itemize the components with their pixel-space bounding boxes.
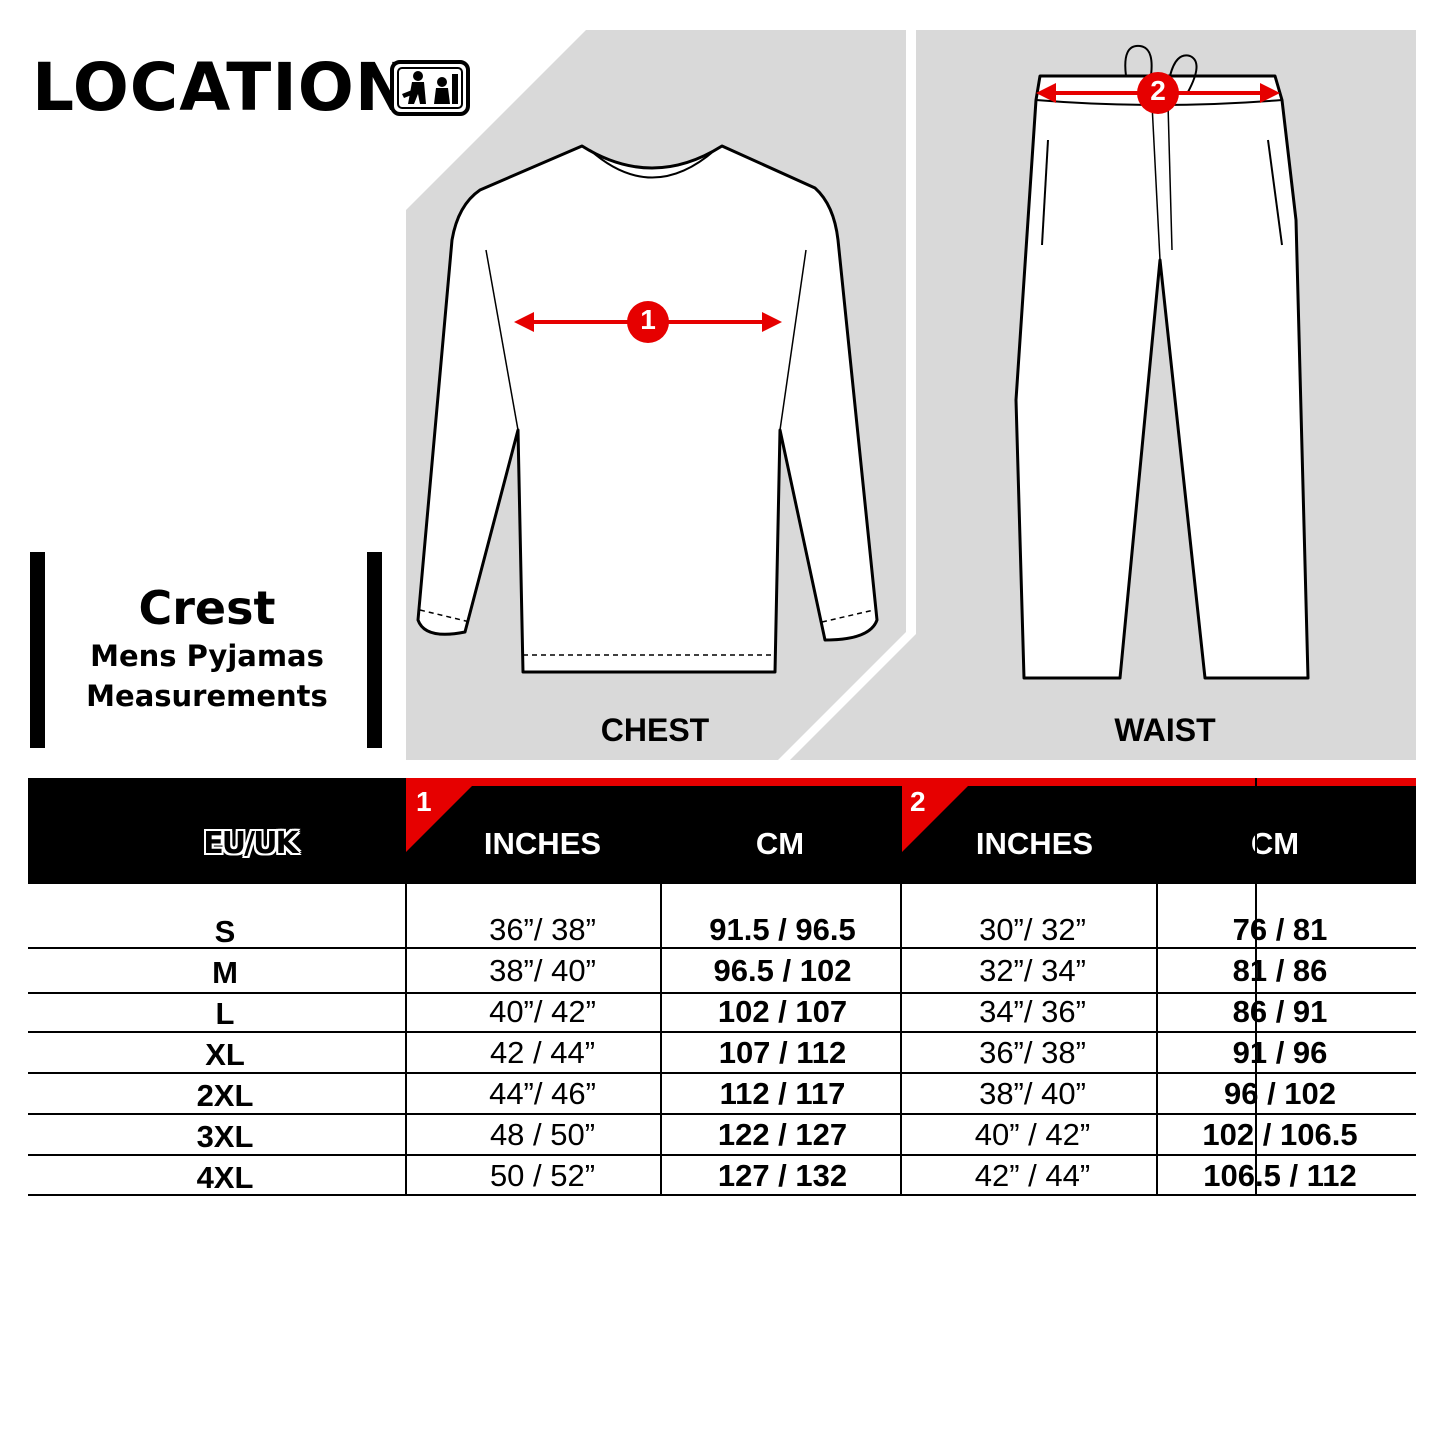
chest-cm-cell: 127 / 132 xyxy=(717,1158,848,1193)
chest-inches-cell: 40”/ 42” xyxy=(489,994,596,1029)
size-column-header: EU/UK xyxy=(180,826,320,861)
size-cell: XL xyxy=(205,1037,245,1072)
row-divider xyxy=(28,1031,1416,1033)
chest-inches-cell: 38”/ 40” xyxy=(489,953,596,988)
chest-inches-cell: 50 / 52” xyxy=(489,1158,596,1193)
waist-inches-cell: 30”/ 32” xyxy=(979,912,1086,947)
waist-cm-cell: 86 / 91 xyxy=(1232,994,1328,1029)
col-divider xyxy=(405,884,407,1196)
chest-marker: 1 xyxy=(640,304,656,335)
col-divider xyxy=(1156,884,1158,1196)
waist-cm-cell: 81 / 86 xyxy=(1232,953,1328,988)
waist-measure-arrow xyxy=(1036,72,1280,114)
waist-cm-cell: 106.5 / 112 xyxy=(1203,1158,1357,1193)
chest-inches-cell: 42 / 44” xyxy=(489,1035,596,1070)
waist-cm-cell: 102 / 106.5 xyxy=(1202,1117,1358,1152)
chest-inches-header: INCHES xyxy=(483,826,602,861)
waist-inches-cell: 38”/ 40” xyxy=(979,1076,1086,1111)
subtitle-line-1: Mens Pyjamas xyxy=(90,639,324,673)
waist-inches-cell: 36”/ 38” xyxy=(979,1035,1086,1070)
chest-cm-cell: 91.5 / 96.5 xyxy=(709,912,856,947)
waist-inches-cell: 40” / 42” xyxy=(974,1117,1091,1152)
subtitle-line-2: Measurements xyxy=(86,679,328,713)
row-divider xyxy=(28,1113,1416,1115)
chest-inches-cell: 48 / 50” xyxy=(489,1117,596,1152)
chest-inches-cell: 44”/ 46” xyxy=(489,1076,596,1111)
chest-cm-cell: 122 / 127 xyxy=(717,1117,848,1152)
waist-inches-cell: 32”/ 34” xyxy=(979,953,1086,988)
waist-marker: 2 xyxy=(1150,75,1166,106)
product-name: Crest xyxy=(138,581,276,635)
title-bar-left xyxy=(30,552,45,748)
waist-cm-cell: 96 / 102 xyxy=(1223,1076,1337,1111)
waist-cm-header: CM xyxy=(1250,826,1300,861)
chest-cm-cell: 102 / 107 xyxy=(717,994,848,1029)
waist-inches-header: INCHES xyxy=(975,826,1094,861)
waist-inches-cell: 42” / 44” xyxy=(974,1158,1091,1193)
chest-inches-cell: 36”/ 38” xyxy=(489,912,596,947)
size-cell: 2XL xyxy=(196,1078,254,1113)
title-block: Crest Mens Pyjamas Measurements xyxy=(46,580,368,716)
location-logo-icon xyxy=(390,60,470,116)
waist-cm-cell: 91 / 96 xyxy=(1232,1035,1328,1070)
row-divider xyxy=(28,1194,1416,1196)
col-divider xyxy=(900,884,902,1196)
row-divider xyxy=(28,1154,1416,1156)
chest-cm-cell: 107 / 112 xyxy=(718,1035,847,1070)
chest-cm-cell: 112 / 117 xyxy=(719,1076,846,1111)
pyjama-trousers-icon xyxy=(1014,44,1310,680)
col-divider xyxy=(660,884,662,1196)
size-column-header-text: EU/UK xyxy=(203,826,298,861)
illustration-panels xyxy=(406,30,1416,760)
row-divider xyxy=(28,992,1416,994)
group-2-marker: 2 xyxy=(910,786,926,817)
table-header xyxy=(28,778,1416,884)
row-divider xyxy=(28,1072,1416,1074)
waist-label: WAIST xyxy=(1114,712,1216,748)
size-cell: M xyxy=(212,955,238,990)
group-1-marker: 1 xyxy=(416,786,432,817)
size-cell: L xyxy=(215,996,235,1031)
waist-inches-cell: 34”/ 36” xyxy=(979,994,1086,1029)
brand-name: LOCATION xyxy=(32,49,412,126)
waist-cm-cell: 76 / 81 xyxy=(1232,912,1328,947)
long-sleeve-top-icon xyxy=(416,144,879,674)
chest-measure-arrow xyxy=(514,301,782,343)
size-cell: S xyxy=(214,914,236,949)
chest-cm-header: CM xyxy=(755,826,805,861)
size-cell: 4XL xyxy=(196,1160,254,1195)
col-divider xyxy=(1255,778,1257,1196)
size-cell: 3XL xyxy=(196,1119,254,1154)
title-bar-right xyxy=(367,552,382,748)
chest-label: CHEST xyxy=(600,712,710,748)
chest-cm-cell: 96.5 / 102 xyxy=(713,953,852,988)
row-divider xyxy=(28,947,1416,949)
